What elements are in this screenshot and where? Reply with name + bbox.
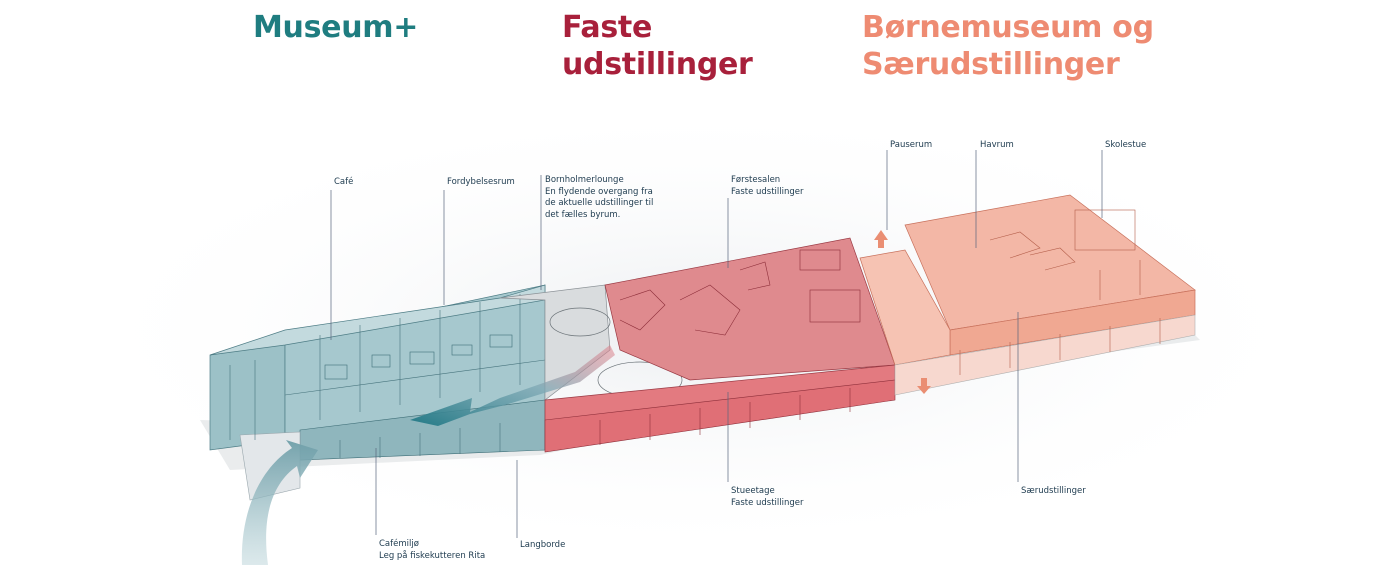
label-cafemiljoe-line-2: Leg på fiskekutteren Rita (379, 550, 486, 561)
label-foerstesalen-line-1: Førstesalen (731, 175, 781, 185)
flow-arrow-icon (410, 345, 615, 426)
red-upper-floor (604, 237, 896, 381)
arrow-up-icon (874, 230, 888, 248)
heading-boerne-line-1: Børnemuseum og (862, 10, 1154, 45)
label-fordybelsesrum: Fordybelsesrum (447, 177, 515, 187)
label-bornholmerlounge-line-3: de aktuelle udstillinger til (545, 198, 654, 208)
leader-lines (330, 150, 1103, 538)
label-foerstesalen: Førstesalen Faste udstillinger (731, 175, 804, 198)
label-stueetage-line-1: Stueetage (731, 486, 775, 496)
label-bornholmerlounge-line-4: det fælles byrum. (545, 209, 621, 220)
label-stueetage-line-2: Faste udstillinger (731, 497, 804, 508)
label-cafemiljoe-line-1: Cafémiljø (379, 539, 419, 549)
label-cafe: Café (334, 177, 354, 187)
section-boernemuseum (859, 194, 1196, 396)
lounge-circle-upper (549, 307, 611, 337)
label-bornholmerlounge-line-2: En flydende overgang fra (545, 186, 653, 197)
heading-faste-line-2: udstillinger (562, 47, 753, 82)
arrow-down-icon (917, 378, 931, 394)
salmon-left-block (859, 249, 951, 366)
teal-entrance-pad (239, 431, 301, 501)
teal-interior-lines (229, 294, 546, 458)
teal-top-floor (209, 284, 546, 356)
heading-boernemuseum: Børnemuseum og Særudstillinger (862, 9, 1154, 83)
salmon-ground (894, 314, 1196, 396)
label-havrum: Havrum (980, 140, 1014, 150)
label-stueetage: Stueetage Faste udstillinger (731, 486, 804, 509)
red-ground-wall (544, 379, 896, 453)
label-saerudstillinger: Særudstillinger (1021, 486, 1086, 496)
heading-boerne-line-2: Særudstillinger (862, 47, 1120, 82)
label-bornholmerlounge: Bornholmerlounge En flydende overgang fr… (545, 175, 653, 221)
section-faste (544, 237, 896, 453)
label-bornholmerlounge-line-1: Bornholmerlounge (545, 175, 624, 185)
red-interior-lines (599, 249, 861, 445)
heading-museum-plus: Museum+ (253, 10, 419, 45)
label-pauserum: Pauserum (890, 140, 933, 150)
heading-faste-line-1: Faste (562, 10, 653, 45)
label-foerstesalen-line-2: Faste udstillinger (731, 186, 804, 197)
salmon-interior-lines (959, 209, 1161, 375)
label-cafemiljoe: Cafémiljø Leg på fiskekutteren Rita (379, 539, 485, 562)
label-langborde: Langborde (520, 540, 566, 550)
heading-faste-udstillinger: Faste udstillinger (562, 9, 753, 83)
teal-furniture (324, 334, 513, 380)
entrance-arrow-icon (241, 440, 318, 565)
label-skolestue: Skolestue (1105, 140, 1147, 150)
